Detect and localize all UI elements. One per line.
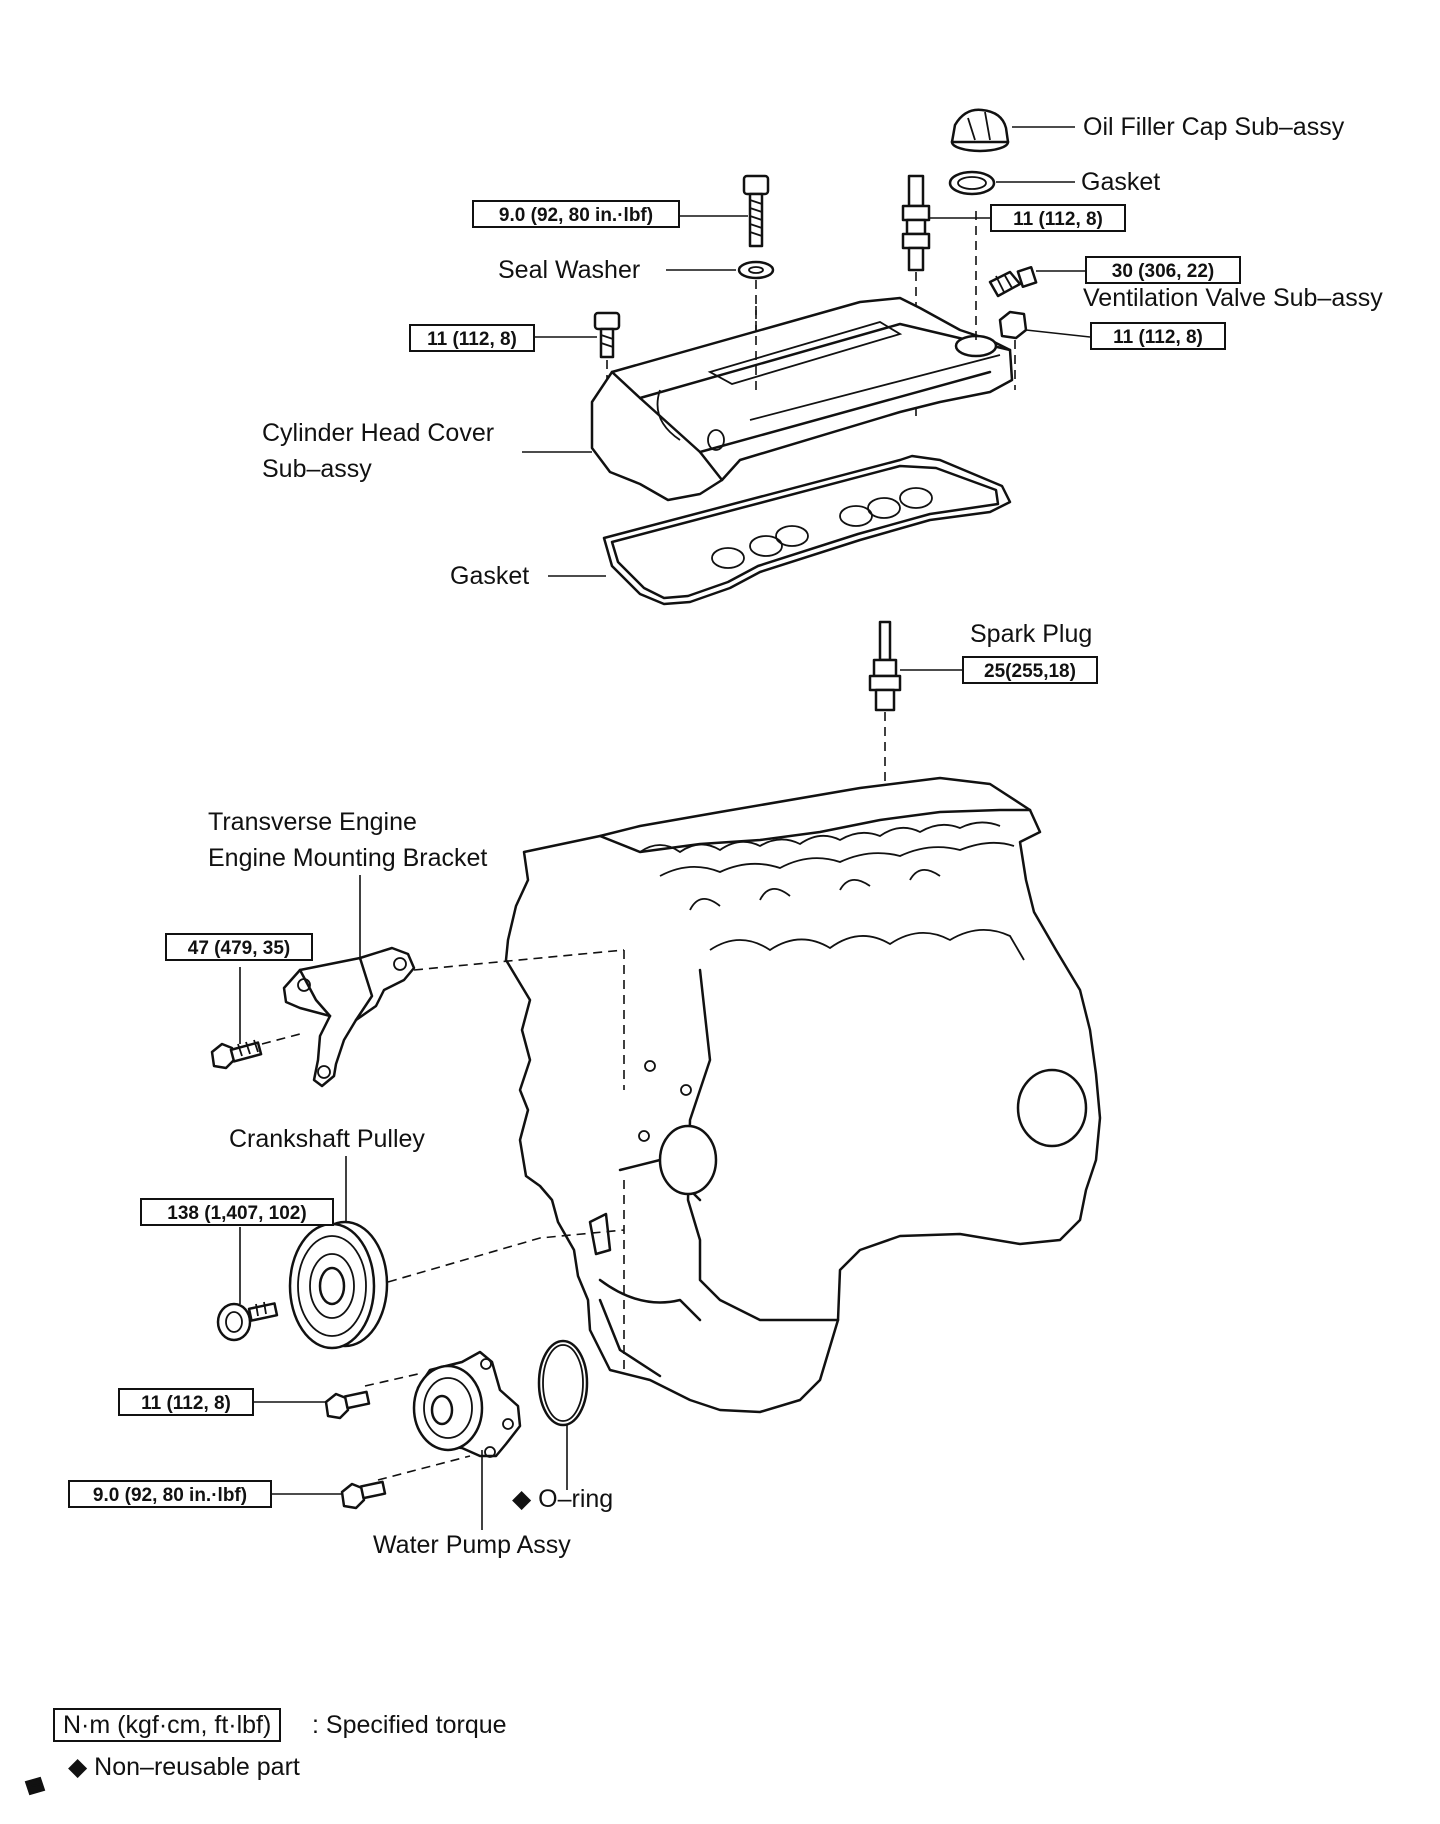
mount-bracket-drawing bbox=[282, 875, 625, 1088]
cylinder-head-cover-label-1: Cylinder Head Cover bbox=[262, 419, 495, 447]
cylinder-head-cover-label-2: Sub–assy bbox=[262, 455, 372, 483]
cover-gasket-drawing bbox=[548, 454, 1012, 606]
gasket-cover-label: Gasket bbox=[450, 562, 530, 590]
legend-torque-unit-box: N·m (kgf·cm, ft·lbf) bbox=[53, 1708, 282, 1742]
torque-box-cover-bolt-left: 11 (112, 8) bbox=[409, 324, 535, 352]
legend-torque-desc: : Specified torque bbox=[312, 1711, 507, 1739]
torque-box-water-pump-lower: 9.0 (92, 80 in.·lbf) bbox=[68, 1480, 272, 1508]
cylinder-head-cover-drawing bbox=[522, 208, 1014, 502]
crankshaft-bolt-drawing bbox=[216, 1227, 279, 1342]
torque-box-spark-plug: 25(255,18) bbox=[962, 656, 1098, 684]
torque-box-cover-nut-right: 11 (112, 8) bbox=[1090, 322, 1226, 350]
mount-bracket-bolt-drawing bbox=[210, 967, 301, 1070]
engine-block-drawing bbox=[504, 776, 1102, 1414]
torque-box-water-pump-upper: 11 (112, 8) bbox=[118, 1388, 254, 1416]
page-corner-icon bbox=[24, 1776, 46, 1796]
spark-plug-label: Spark Plug bbox=[970, 620, 1093, 648]
mount-bracket-label-2: Engine Mounting Bracket bbox=[208, 844, 488, 872]
oil-filler-cap-label: Oil Filler Cap Sub–assy bbox=[1083, 113, 1345, 141]
spark-plug-drawing bbox=[868, 620, 962, 830]
crankshaft-pulley-drawing bbox=[288, 1156, 625, 1350]
o-ring-drawing bbox=[537, 1339, 589, 1490]
gasket-top-label: Gasket bbox=[1081, 168, 1161, 196]
cover-bolt-left-drawing bbox=[535, 311, 621, 400]
ventilation-valve-drawing bbox=[988, 265, 1085, 298]
torque-box-stud: 11 (112, 8) bbox=[990, 204, 1126, 232]
crankshaft-pulley-label: Crankshaft Pulley bbox=[229, 1125, 425, 1153]
seal-washer-label: Seal Washer bbox=[498, 256, 641, 284]
torque-box-crankshaft-pulley: 138 (1,407, 102) bbox=[140, 1198, 334, 1226]
water-pump-label: Water Pump Assy bbox=[373, 1531, 571, 1559]
top-gasket-drawing bbox=[948, 170, 1075, 196]
torque-box-ventilation-valve: 30 (306, 22) bbox=[1085, 256, 1241, 284]
mount-bracket-label-1: Transverse Engine bbox=[208, 808, 417, 836]
torque-box-cover-stud-bolt: 9.0 (92, 80 in.·lbf) bbox=[472, 200, 680, 228]
water-pump-drawing bbox=[364, 1350, 522, 1530]
cover-bolt-drawing bbox=[680, 174, 770, 248]
oil-filler-cap-drawing bbox=[950, 108, 1075, 153]
torque-box-mount-bracket: 47 (479, 35) bbox=[165, 933, 313, 961]
water-pump-bolts-drawing bbox=[254, 1390, 387, 1510]
cover-nut-right-drawing bbox=[998, 310, 1091, 390]
legend-nonreusable: ◆ Non–reusable part bbox=[68, 1753, 300, 1781]
o-ring-label: ◆ O–ring bbox=[512, 1485, 614, 1513]
ventilation-valve-label: Ventilation Valve Sub–assy bbox=[1083, 284, 1383, 312]
